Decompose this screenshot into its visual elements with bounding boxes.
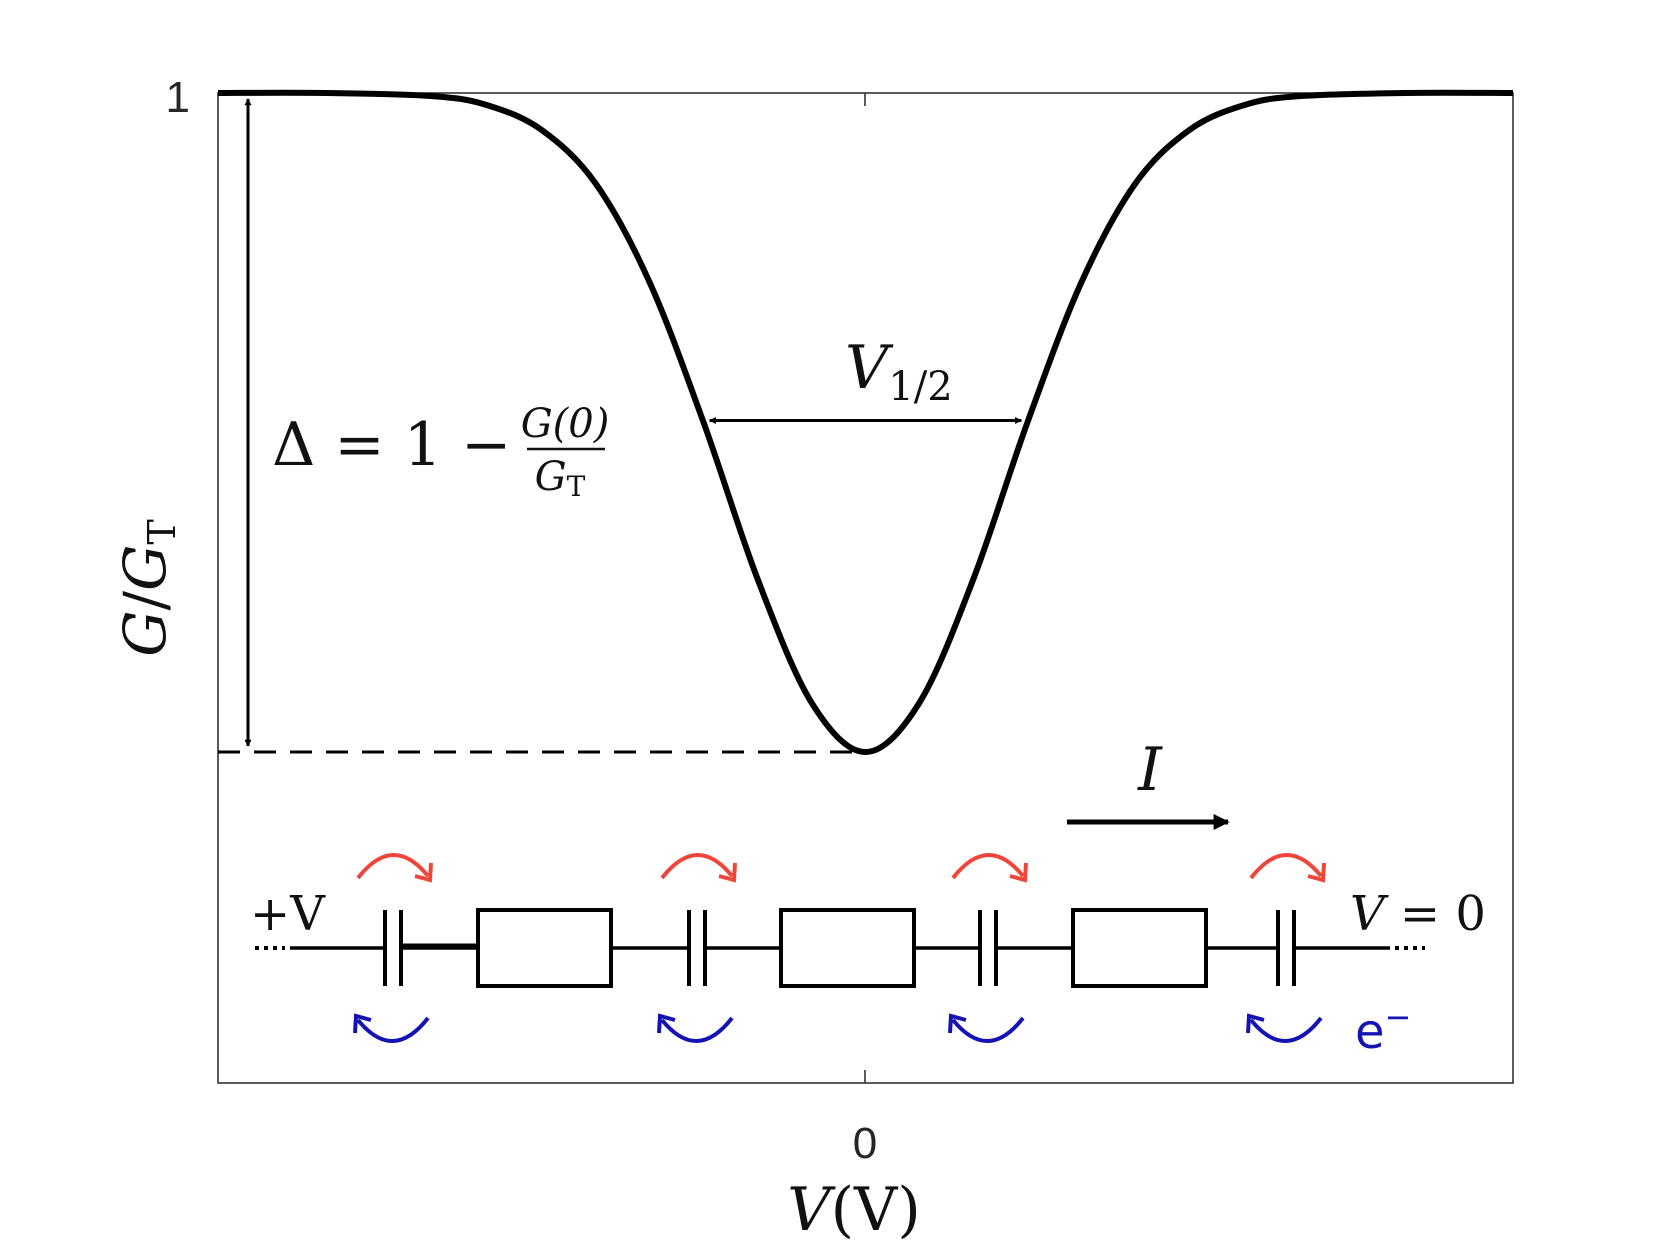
- y-axis-sep: /: [111, 590, 179, 610]
- tunnel-arrow-forward-3: [1249, 853, 1323, 880]
- capacitor-gap-1: [687, 908, 707, 988]
- tunnel-arrow-forward-2: [951, 853, 1025, 880]
- circuit-diagram: [255, 853, 1425, 1043]
- capacitor-gap-2: [978, 908, 998, 988]
- tunnel-arrowhead-backward-2: [948, 1013, 967, 1034]
- x-axis-unit: (V): [831, 1175, 921, 1245]
- series-line: [217, 89, 1514, 755]
- tunnel-arrow-backward-0: [356, 1016, 430, 1043]
- tunnel-arrow-backward-2: [951, 1016, 1025, 1043]
- delta-frac-num: G(0): [521, 401, 610, 447]
- tunnel-arrowhead-forward-1: [718, 862, 737, 883]
- resistor-2: [1071, 908, 1208, 988]
- y-axis-den-sub: T: [140, 519, 184, 544]
- x-tick-label: 0: [853, 1119, 877, 1168]
- tunnel-arrowhead-backward-1: [657, 1013, 676, 1034]
- tunnel-arrowhead-forward-3: [1307, 862, 1326, 883]
- resistor-0: [476, 908, 613, 988]
- tunnel-arrow-backward-1: [660, 1016, 734, 1043]
- half-width-label: V1/2: [845, 333, 953, 410]
- y-axis-num: G: [111, 610, 179, 656]
- delta-frac-den: GT: [535, 454, 586, 503]
- current-label: I: [1137, 735, 1163, 805]
- x-axis-var: V: [787, 1175, 836, 1245]
- y-tick-label: 1: [166, 73, 190, 122]
- electron-label: e−: [1355, 998, 1411, 1060]
- tunnel-arrowhead-forward-2: [1009, 862, 1028, 883]
- tunnel-arrowhead-backward-3: [1246, 1013, 1265, 1034]
- delta-annotation: Δ = 1 − G(0) GT: [272, 401, 609, 503]
- tunnel-arrow-backward-3: [1249, 1016, 1323, 1043]
- resistor-1: [779, 908, 916, 988]
- tunnel-arrow-forward-0: [356, 853, 430, 880]
- x-axis-label: V(V): [787, 1175, 921, 1245]
- y-axis-label: G/GT: [111, 519, 184, 657]
- left-terminal-label: +V: [250, 886, 326, 942]
- capacitor-gap-3: [1276, 908, 1296, 988]
- tunnel-arrow-forward-1: [660, 853, 734, 880]
- delta-lhs: Δ = 1 −: [272, 410, 511, 480]
- capacitor-gap-0: [383, 908, 403, 988]
- y-axis-den: G: [111, 545, 179, 591]
- tunnel-arrowhead-backward-0: [353, 1013, 372, 1034]
- tunnel-arrowhead-forward-0: [414, 862, 433, 883]
- right-terminal-label: V = 0: [1350, 886, 1486, 942]
